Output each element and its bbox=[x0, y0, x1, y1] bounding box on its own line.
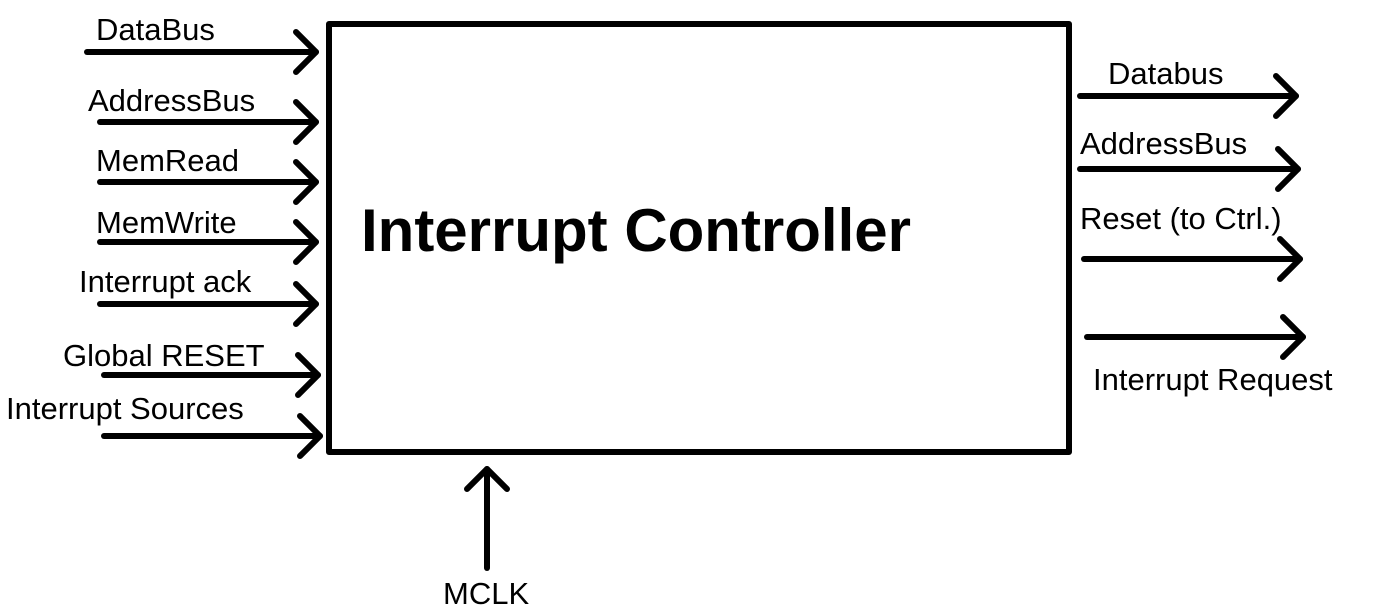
input-label-memread: MemRead bbox=[96, 143, 239, 178]
input-arrow-databus bbox=[84, 29, 319, 75]
clock-arrow-mclk bbox=[464, 466, 510, 571]
input-label-global-reset: Global RESET bbox=[63, 338, 265, 373]
block-title: Interrupt Controller bbox=[361, 197, 911, 264]
input-label-addressbus: AddressBus bbox=[88, 83, 256, 118]
input-arrow-global-reset bbox=[101, 352, 321, 398]
output-label-addressbus: AddressBus bbox=[1080, 126, 1248, 161]
output-label-databus: Databus bbox=[1108, 56, 1224, 91]
output-arrow-reset bbox=[1081, 236, 1303, 282]
input-label-interrupt-sources: Interrupt Sources bbox=[6, 391, 244, 426]
interrupt-controller-block bbox=[326, 21, 1072, 455]
input-label-databus: DataBus bbox=[96, 12, 215, 47]
output-label-reset: Reset (to Ctrl.) bbox=[1080, 201, 1282, 236]
input-arrow-interrupt-ack bbox=[97, 281, 319, 327]
output-arrow-databus bbox=[1077, 73, 1299, 119]
output-arrow-interrupt-request bbox=[1084, 314, 1306, 360]
input-arrow-addressbus bbox=[97, 99, 319, 145]
clock-label-mclk: MCLK bbox=[443, 576, 530, 611]
input-arrow-memwrite bbox=[97, 219, 319, 265]
input-arrow-memread bbox=[97, 159, 319, 205]
input-label-memwrite: MemWrite bbox=[96, 205, 237, 240]
output-label-interrupt-request: Interrupt Request bbox=[1093, 362, 1333, 397]
output-arrow-addressbus bbox=[1077, 146, 1301, 192]
input-label-interrupt-ack: Interrupt ack bbox=[79, 264, 252, 299]
input-arrow-interrupt-sources bbox=[101, 413, 323, 459]
